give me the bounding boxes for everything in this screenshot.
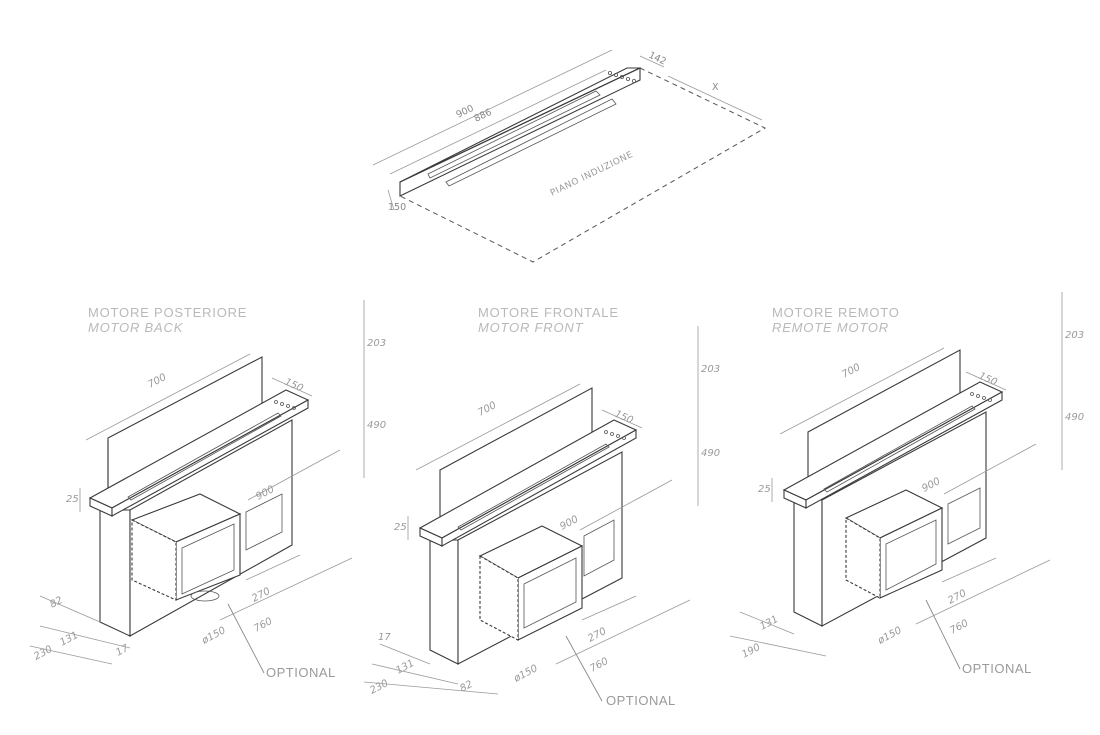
top-slot-2 — [445, 98, 617, 187]
svg-text:270: 270 — [250, 586, 272, 605]
top-control-dots — [608, 71, 637, 84]
variant-title-front-it: MOTORE FRONTALE — [478, 305, 619, 320]
top-slot-1 — [427, 90, 601, 179]
variant-subtitle-back: MOTOR BACK — [88, 320, 184, 335]
access-panel — [947, 487, 981, 545]
svg-text:17: 17 — [378, 632, 391, 643]
svg-text:ø150: ø150 — [199, 625, 227, 647]
svg-text:25: 25 — [66, 494, 79, 505]
svg-text:25: 25 — [758, 484, 771, 495]
unit-motor-back: 700 150 203 490 25 900 270 760 ø150 82 1… — [29, 300, 386, 674]
svg-text:760: 760 — [252, 616, 274, 635]
downdraft-top-plate — [399, 67, 641, 197]
variant-title-back: MOTORE POSTERIORE MOTOR BACK — [88, 305, 247, 335]
control-dots — [604, 430, 626, 440]
variant-title-remote-it: MOTORE REMOTO — [772, 305, 900, 320]
svg-text:82: 82 — [458, 679, 474, 695]
variant-subtitle-front: MOTOR FRONT — [478, 320, 584, 335]
dim-900: 900 — [454, 103, 475, 121]
variant-subtitle-remote: REMOTE MOTOR — [772, 320, 889, 335]
svg-text:270: 270 — [946, 588, 968, 607]
svg-text:230: 230 — [368, 678, 390, 697]
svg-text:490: 490 — [701, 448, 720, 459]
svg-text:203: 203 — [701, 364, 720, 375]
svg-text:700: 700 — [476, 400, 498, 419]
svg-text:190: 190 — [740, 642, 762, 661]
svg-text:490: 490 — [367, 420, 386, 431]
svg-text:131: 131 — [758, 614, 780, 633]
svg-text:230: 230 — [32, 644, 54, 663]
svg-text:760: 760 — [948, 618, 970, 637]
unit-remote-motor: 700 150 203 490 25 900 270 760 ø150 131 … — [729, 292, 1084, 670]
svg-text:ø150: ø150 — [875, 625, 903, 647]
svg-text:700: 700 — [146, 372, 168, 391]
variant-title-front: MOTORE FRONTALE MOTOR FRONT — [478, 305, 619, 335]
optional-label-front: OPTIONAL — [606, 693, 676, 708]
variant-title-remote: MOTORE REMOTO REMOTE MOTOR — [772, 305, 900, 335]
svg-text:203: 203 — [367, 338, 386, 349]
svg-text:490: 490 — [1065, 412, 1084, 423]
dim-x: X — [712, 82, 719, 93]
dim-886: 886 — [472, 107, 493, 125]
piano-induzione-label: PIANO INDUZIONE — [549, 150, 635, 199]
svg-text:270: 270 — [586, 626, 608, 645]
unit-motor-front: 700 150 203 490 25 900 270 760 ø150 17 1… — [363, 326, 720, 702]
dim-150-top: 150 — [388, 202, 406, 213]
svg-text:82: 82 — [48, 595, 64, 611]
svg-text:700: 700 — [840, 362, 862, 381]
optional-label-back: OPTIONAL — [266, 665, 336, 680]
svg-text:ø150: ø150 — [511, 663, 539, 685]
dim-142: 142 — [647, 50, 668, 68]
access-panel — [245, 493, 283, 551]
svg-text:203: 203 — [1065, 330, 1084, 341]
svg-text:25: 25 — [394, 522, 407, 533]
access-panel — [583, 519, 615, 577]
control-dots — [970, 392, 992, 402]
svg-text:760: 760 — [588, 656, 610, 675]
induction-hob-outline — [398, 67, 767, 263]
control-dots — [274, 400, 296, 410]
optional-label-remote: OPTIONAL — [962, 661, 1032, 676]
variant-title-back-it: MOTORE POSTERIORE — [88, 305, 248, 320]
top-view-cooktop: 900 886 142 X 150 PIANO INDUZIONE — [372, 49, 767, 263]
svg-text:131: 131 — [58, 630, 80, 649]
